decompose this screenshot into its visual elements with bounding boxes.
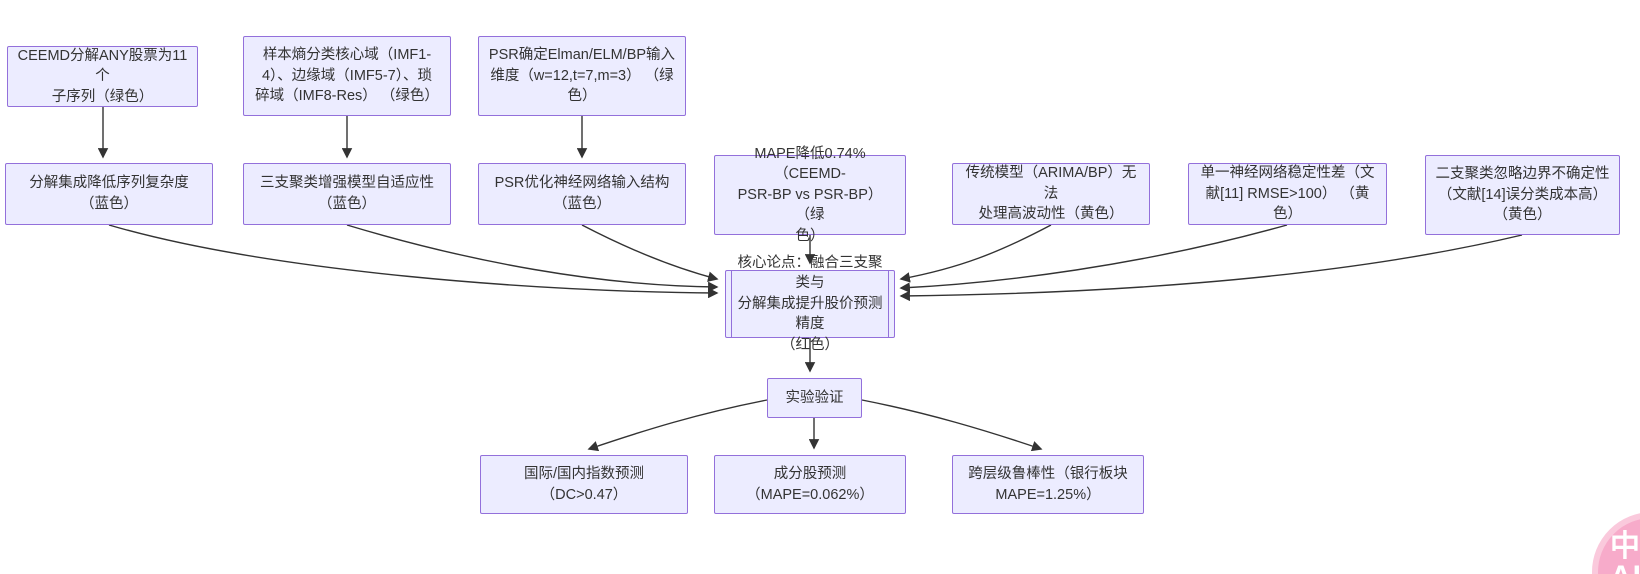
- node-index-forecast-label: 国际/国内指数预测 （DC>0.47）: [523, 465, 645, 503]
- node-psr-input-dim-label: PSR确定Elman/ELM/BP输入 维度（w=12,t=7,m=3） （绿 …: [488, 47, 676, 105]
- node-psr-structure-label: PSR优化神经网络输入结构 （蓝色）: [494, 175, 670, 212]
- node-three-way-adaptive-label: 三支聚类增强模型自适应性 （蓝色）: [260, 175, 434, 212]
- node-mape-improve: MAPE降低0.74%（CEEMD- PSR-BP vs PSR-BP） （绿 …: [714, 146, 906, 244]
- subroutine-line-right: [888, 271, 889, 337]
- watermark-text: 中文 AI: [1610, 530, 1640, 574]
- edge-traditional-core: [899, 224, 1052, 283]
- node-psr-input-dim: PSR确定Elman/ELM/BP输入 维度（w=12,t=7,m=3） （绿 …: [478, 36, 686, 116]
- node-experiment: 实验验证: [767, 378, 862, 418]
- node-index-forecast: 国际/国内指数预测 （DC>0.47）: [480, 455, 688, 514]
- node-two-way-limit-label: 二支聚类忽略边界不确定性 （文献[14]误分类成本高） （黄色）: [1435, 166, 1610, 224]
- node-sample-entropy: 样本熵分类核心域（IMF1- 4）、边缘域（IMF5-7）、琐 碎域（IMF8-…: [243, 36, 451, 116]
- node-core-thesis-label: 核心论点：融合三支聚类与 分解集成提升股价预测精度 （红色）: [737, 254, 883, 353]
- node-cross-level-robust: 跨层级鲁棒性（银行板块 MAPE=1.25%）: [952, 455, 1144, 514]
- node-core-thesis: 核心论点：融合三支聚类与 分解集成提升股价预测精度 （红色）: [725, 255, 895, 353]
- node-two-way-limit: 二支聚类忽略边界不确定性 （文献[14]误分类成本高） （黄色）: [1425, 155, 1620, 235]
- node-ceemd: CEEMD分解ANY股票为11个 子序列（绿色）: [7, 46, 198, 107]
- subroutine-line-left: [731, 271, 732, 337]
- node-psr-structure: PSR优化神经网络输入结构 （蓝色）: [478, 163, 686, 225]
- node-component-forecast-label: 成分股预测 （MAPE=0.062%）: [746, 465, 874, 503]
- node-decomp-benefit: 分解集成降低序列复杂度 （蓝色）: [5, 163, 213, 225]
- node-decomp-benefit-label: 分解集成降低序列复杂度 （蓝色）: [29, 175, 189, 212]
- node-mape-improve-label: MAPE降低0.74%（CEEMD- PSR-BP vs PSR-BP） （绿 …: [737, 145, 883, 244]
- node-three-way-adaptive: 三支聚类增强模型自适应性 （蓝色）: [243, 163, 451, 225]
- node-ceemd-label: CEEMD分解ANY股票为11个 子序列（绿色）: [17, 47, 188, 105]
- node-experiment-label: 实验验证: [785, 389, 844, 406]
- node-traditional-limit: 传统模型（ARIMA/BP）无法 处理高波动性（黄色）: [952, 163, 1150, 225]
- edge-threeway-core: [346, 224, 719, 293]
- edge-decomp-core: [108, 224, 719, 299]
- edge-experiment-index: [587, 399, 768, 452]
- edge-psrstruct-core: [581, 224, 719, 282]
- node-single-nn-limit: 单一神经网络稳定性差（文 献[11] RMSE>100） （黄色）: [1188, 163, 1387, 225]
- node-single-nn-limit-label: 单一神经网络稳定性差（文 献[11] RMSE>100） （黄色）: [1200, 165, 1375, 223]
- node-sample-entropy-label: 样本熵分类核心域（IMF1- 4）、边缘域（IMF5-7）、琐 碎域（IMF8-…: [255, 47, 439, 105]
- edge-experiment-robust: [861, 399, 1043, 452]
- node-traditional-limit-label: 传统模型（ARIMA/BP）无法 处理高波动性（黄色）: [965, 165, 1137, 223]
- node-component-forecast: 成分股预测 （MAPE=0.062%）: [714, 455, 906, 514]
- edge-twoway-core: [899, 234, 1523, 302]
- node-cross-level-robust-label: 跨层级鲁棒性（银行板块 MAPE=1.25%）: [968, 465, 1128, 503]
- edge-singlenn-core: [899, 224, 1288, 293]
